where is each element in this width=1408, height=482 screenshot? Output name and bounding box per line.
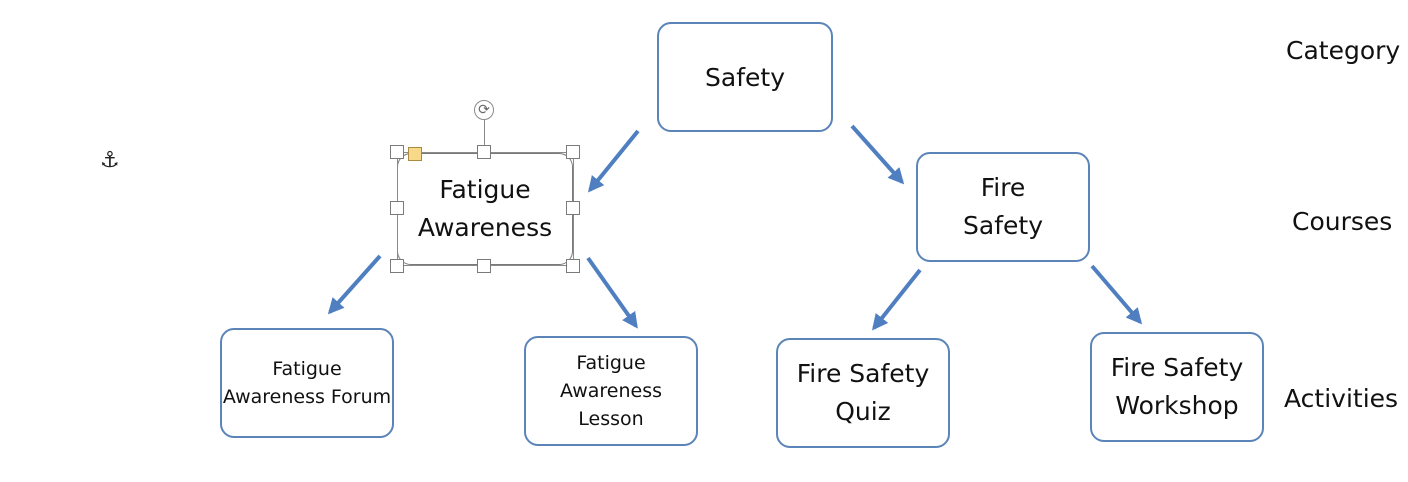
node-fatigue-awareness-label: Fatigue Awareness [417, 175, 553, 242]
node-fatigue-forum[interactable]: Fatigue Awareness Forum [220, 328, 394, 438]
resize-handle-bottom-middle[interactable] [477, 259, 491, 273]
row-label-activities: Activities [1284, 384, 1399, 413]
node-fire-quiz[interactable]: Fire Safety Quiz [776, 338, 950, 448]
row-label-category: Category [1286, 36, 1401, 65]
node-fire-workshop[interactable]: Fire Safety Workshop [1090, 332, 1264, 442]
node-fire-quiz-label: Fire Safety Quiz [796, 359, 930, 426]
node-safety[interactable]: Safety [657, 22, 833, 132]
arrow-safety-to-fatigue [587, 129, 640, 193]
adjust-corner-handle[interactable] [408, 147, 422, 161]
node-fatigue-lesson[interactable]: Fatigue Awareness Lesson [524, 336, 698, 446]
resize-handle-top-right[interactable] [566, 145, 580, 159]
anchor-icon[interactable]: ⚓ [100, 148, 120, 173]
arrow-fatigue-to-lesson [586, 256, 638, 329]
node-fatigue-awareness[interactable]: Fatigue Awareness [397, 153, 573, 265]
rotate-icon[interactable]: ⟳ [474, 100, 494, 120]
node-fire-workshop-label: Fire Safety Workshop [1110, 353, 1244, 420]
resize-handle-bottom-left[interactable] [390, 259, 404, 273]
node-fire-safety[interactable]: Fire Safety [916, 152, 1090, 262]
resize-handle-top-middle[interactable] [477, 145, 491, 159]
resize-handle-middle-right[interactable] [566, 201, 580, 215]
row-label-courses: Courses [1292, 207, 1393, 236]
node-fire-safety-label: Fire Safety [963, 173, 1043, 240]
resize-handle-bottom-right[interactable] [566, 259, 580, 273]
arrow-safety-to-fire [850, 124, 905, 185]
arrow-fatigue-to-forum [327, 254, 382, 315]
arrow-fire-to-workshop [1090, 264, 1143, 325]
arrow-fire-to-quiz [872, 268, 922, 331]
rotate-connector [484, 120, 485, 152]
resize-handle-middle-left[interactable] [390, 201, 404, 215]
node-safety-label: Safety [705, 62, 785, 92]
node-fatigue-lesson-label: Fatigue Awareness Lesson [559, 352, 663, 430]
resize-handle-top-left[interactable] [390, 145, 404, 159]
selection-frame [397, 152, 574, 266]
node-fatigue-forum-label: Fatigue Awareness Forum [222, 358, 392, 408]
